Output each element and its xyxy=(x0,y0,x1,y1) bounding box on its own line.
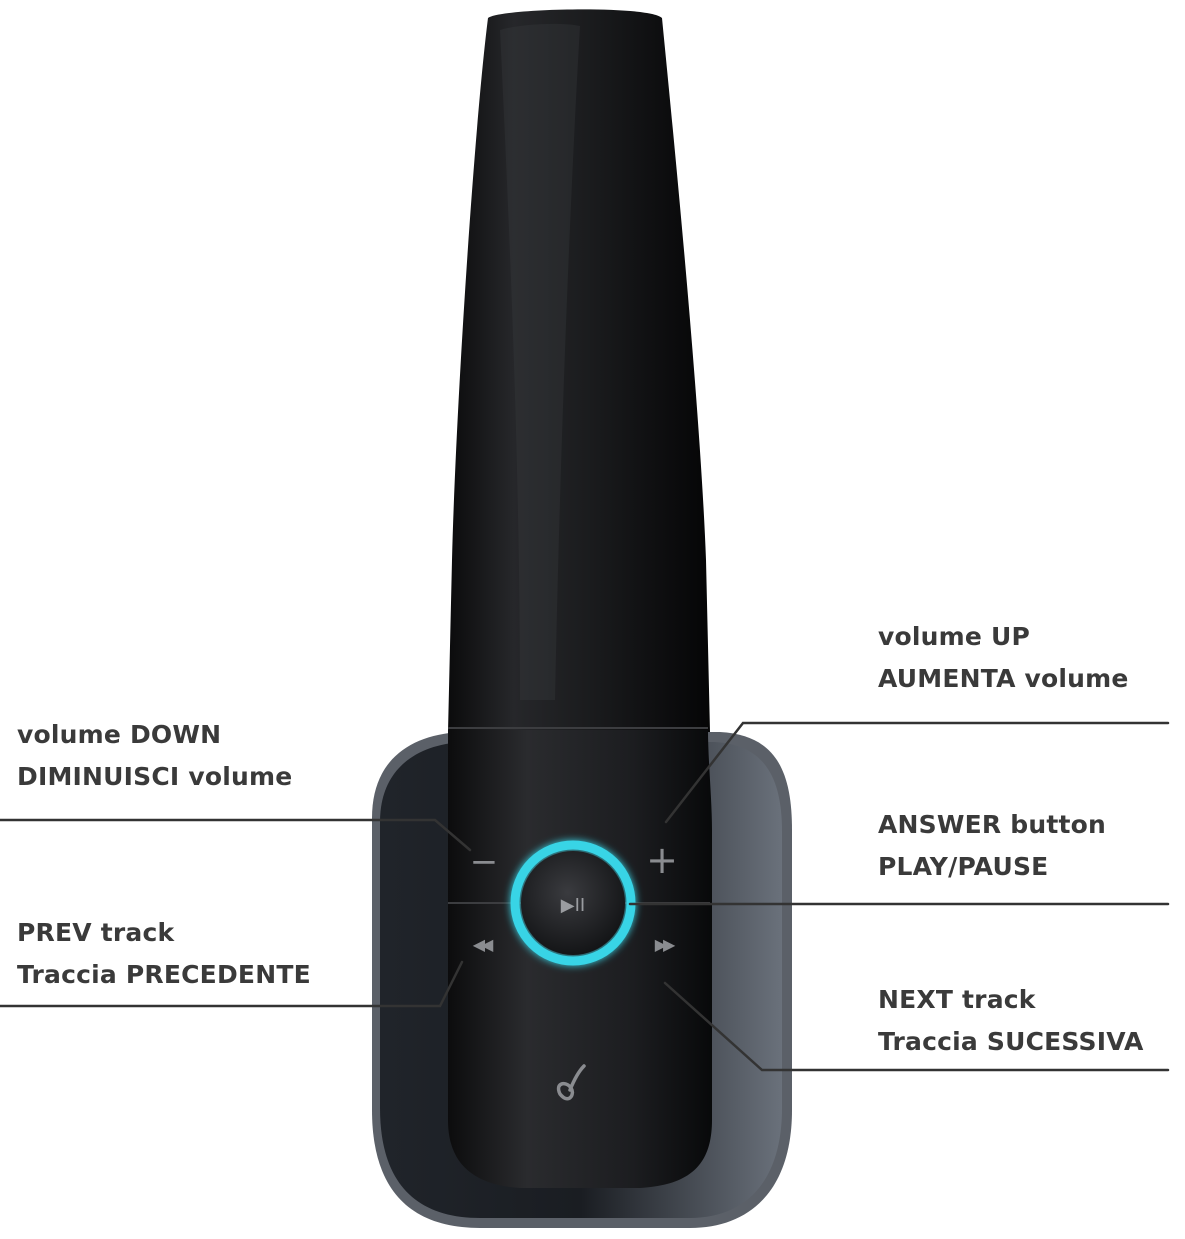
leader-lines xyxy=(0,721,1170,1072)
leader-volume-up xyxy=(664,721,1170,824)
next-text-it: Traccia SUCESSIVA xyxy=(878,1027,1144,1056)
leader-prev xyxy=(0,960,464,1008)
prev-text: PREV track xyxy=(17,918,175,947)
volume-down-text-it: DIMINUISCI volume xyxy=(17,762,293,791)
plus-icon: + xyxy=(646,838,678,882)
prev-text-it: Traccia PRECEDENTE xyxy=(17,960,311,989)
volume-up-text: volume UP xyxy=(878,622,1030,651)
volume-up-text-it: AUMENTA volume xyxy=(878,664,1129,693)
leader-next xyxy=(663,981,1170,1072)
brand-logo xyxy=(556,1064,586,1101)
prev-label: PREV track Traccia PRECEDENTE xyxy=(17,912,311,996)
answer-label: ANSWER button PLAY/PAUSE xyxy=(878,804,1106,888)
next-text: NEXT track xyxy=(878,985,1036,1014)
headband xyxy=(448,9,710,732)
answer-button xyxy=(521,851,625,955)
volume-up-label: volume UP AUMENTA volume xyxy=(878,616,1129,700)
minus-icon: − xyxy=(470,842,499,882)
play-pause-icon: ▶II xyxy=(561,895,585,916)
headband-highlight xyxy=(500,23,580,701)
answer-text: ANSWER button xyxy=(878,810,1107,839)
volume-down-text: volume DOWN xyxy=(17,720,222,749)
answer-text-it: PLAY/PAUSE xyxy=(878,852,1049,881)
leader-volume-down xyxy=(0,818,472,852)
volume-down-label: volume DOWN DIMINUISCI volume xyxy=(17,714,292,798)
next-label: NEXT track Traccia SUCESSIVA xyxy=(878,979,1144,1063)
